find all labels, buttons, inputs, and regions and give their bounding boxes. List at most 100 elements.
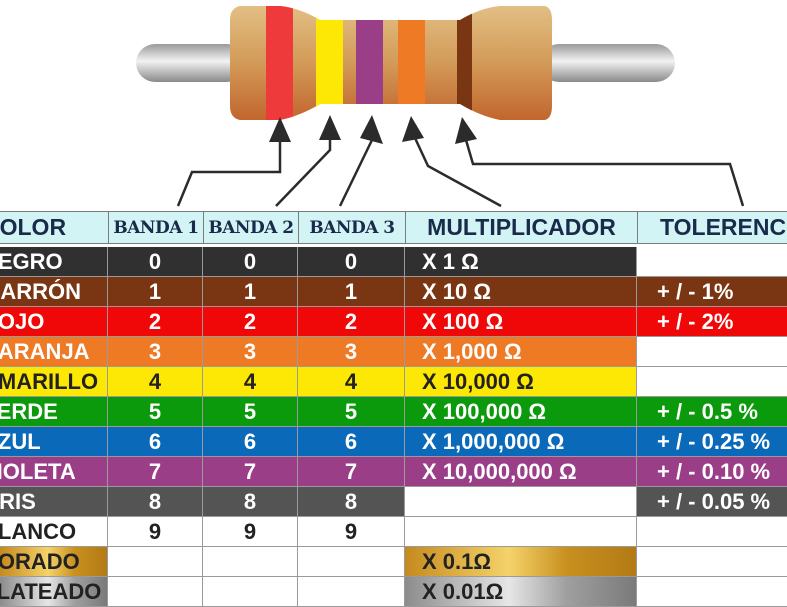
color-name-cell: AZUL — [0, 427, 108, 457]
tolerance-cell — [637, 367, 787, 397]
band-2-cell-text: 6 — [243, 428, 257, 454]
band-2-cell: 4 — [203, 367, 298, 397]
right-lead — [540, 44, 675, 82]
band-3-cell: 2 — [298, 307, 405, 337]
table-row: BLANCO999 — [0, 517, 787, 547]
band-2 — [316, 6, 343, 120]
band-3-cell-text: 4 — [344, 368, 358, 394]
band-3-cell: 0 — [298, 247, 405, 277]
band-2-cell: 2 — [203, 307, 298, 337]
band-1-cell-text: 7 — [148, 458, 162, 484]
tolerance-cell — [637, 547, 787, 577]
color-name-cell: DORADO — [0, 547, 108, 577]
band-1-cell — [108, 577, 203, 607]
multiplier-cell-text: X 10,000 Ω — [422, 368, 534, 394]
header-tolerance: TOLERENCIA — [637, 211, 787, 244]
band-1-cell: 9 — [108, 517, 203, 547]
multiplier-cell-text: X 100,000 Ω — [422, 398, 547, 424]
color-name-cell: NEGRO — [0, 247, 108, 277]
header-band-3: BANDA 3 — [298, 211, 406, 244]
color-name-cell: GRIS — [0, 487, 108, 517]
tolerance-cell — [637, 517, 787, 547]
color-name-cell-text: VERDE — [0, 398, 58, 424]
band-2-cell-text: 3 — [243, 338, 257, 364]
left-lead — [136, 44, 246, 82]
color-name-cell-text: BLANCO — [0, 518, 77, 544]
band-tolerance — [457, 6, 472, 120]
band-2-cell-text: 1 — [243, 278, 257, 304]
band-2-cell — [203, 577, 298, 607]
tolerance-cell-text: + / - 0.05 % — [657, 488, 771, 514]
color-name-cell-text: AZUL — [0, 428, 41, 454]
tolerance-cell-text: + / - 0.5 % — [657, 398, 758, 424]
multiplier-cell: X 10 Ω — [405, 277, 637, 307]
multiplier-cell: X 0.01Ω — [405, 577, 637, 607]
band-1-cell: 2 — [108, 307, 203, 337]
tolerance-cell — [637, 247, 787, 277]
color-name-cell: MARRÓN — [0, 277, 108, 307]
band-3-cell-text: 8 — [344, 488, 358, 514]
color-name-cell-text: GRIS — [0, 488, 36, 514]
color-name-cell: AMARILLO — [0, 367, 108, 397]
band-3-cell — [298, 547, 405, 577]
table-row: MARRÓN111X 10 Ω+ / - 1% — [0, 277, 787, 307]
band-1-cell — [108, 547, 203, 577]
multiplier-cell: X 1,000 Ω — [405, 337, 637, 367]
multiplier-cell — [405, 487, 637, 517]
band-1-cell-text: 9 — [148, 518, 162, 544]
band-1-cell: 7 — [108, 457, 203, 487]
band-3-cell: 1 — [298, 277, 405, 307]
band-3-cell-text: 2 — [344, 308, 358, 334]
band-3-cell-text: 6 — [344, 428, 358, 454]
tolerance-cell — [637, 577, 787, 607]
table-row: AZUL666X 1,000,000 Ω+ / - 0.25 % — [0, 427, 787, 457]
color-name-cell: VIOLETA — [0, 457, 108, 487]
band-2-cell — [203, 547, 298, 577]
band-1-cell: 3 — [108, 337, 203, 367]
multiplier-cell-text: X 10 Ω — [422, 278, 492, 304]
band-1-cell-text: 3 — [148, 338, 162, 364]
band-2-cell-text: 9 — [243, 518, 257, 544]
band-2-cell: 3 — [203, 337, 298, 367]
table-row: DORADOX 0.1Ω — [0, 547, 787, 577]
band-1-cell: 8 — [108, 487, 203, 517]
tolerance-cell-text: + / - 0.25 % — [657, 428, 771, 454]
band-2-cell: 9 — [203, 517, 298, 547]
color-name-cell-text: AMARILLO — [0, 368, 99, 394]
multiplier-cell-text: X 10,000,000 Ω — [422, 458, 577, 484]
table-row: AMARILLO444X 10,000 Ω — [0, 367, 787, 397]
band-1-cell-text: 8 — [148, 488, 162, 514]
color-name-cell: PLATEADO — [0, 577, 108, 607]
resistor-illustration — [136, 6, 745, 208]
band-3-cell: 3 — [298, 337, 405, 367]
table-row: NARANJA333X 1,000 Ω — [0, 337, 787, 367]
band-2-cell-text: 7 — [243, 458, 257, 484]
band-2-cell-text: 0 — [243, 248, 257, 274]
band-2-cell: 6 — [203, 427, 298, 457]
table-row: VERDE555X 100,000 Ω+ / - 0.5 % — [0, 397, 787, 427]
header-band-1: BANDA 1 — [108, 211, 204, 244]
color-name-cell-text: MARRÓN — [0, 278, 81, 304]
band-2-cell-text: 2 — [243, 308, 257, 334]
band-3 — [356, 6, 383, 120]
tolerance-cell: + / - 0.5 % — [637, 397, 787, 427]
multiplier-cell: X 1,000,000 Ω — [405, 427, 637, 457]
pointer-lines — [176, 137, 745, 208]
band-3-cell-text: 0 — [344, 248, 358, 274]
tolerance-cell-text: + / - 2% — [657, 308, 734, 334]
table-row: NEGRO 0 0 0 X 1 Ω — [0, 247, 787, 277]
multiplier-cell-text: X 0.01Ω — [422, 578, 504, 604]
band-3-cell: 7 — [298, 457, 405, 487]
header-multiplier: MULTIPLICADOR — [405, 211, 638, 244]
band-1-cell-text: 5 — [148, 398, 162, 424]
band-1-cell-text: 0 — [148, 248, 162, 274]
band-2-cell-text: 4 — [243, 368, 257, 394]
multiplier-cell-text: X 1 Ω — [422, 248, 479, 274]
multiplier-cell: X 100 Ω — [405, 307, 637, 337]
band-3-cell-text: 7 — [344, 458, 358, 484]
multiplier-cell: X 10,000,000 Ω — [405, 457, 637, 487]
table-row: ROJO222X 100 Ω+ / - 2% — [0, 307, 787, 337]
band-3-cell: 5 — [298, 397, 405, 427]
tolerance-cell-text: + / - 0.10 % — [657, 458, 771, 484]
